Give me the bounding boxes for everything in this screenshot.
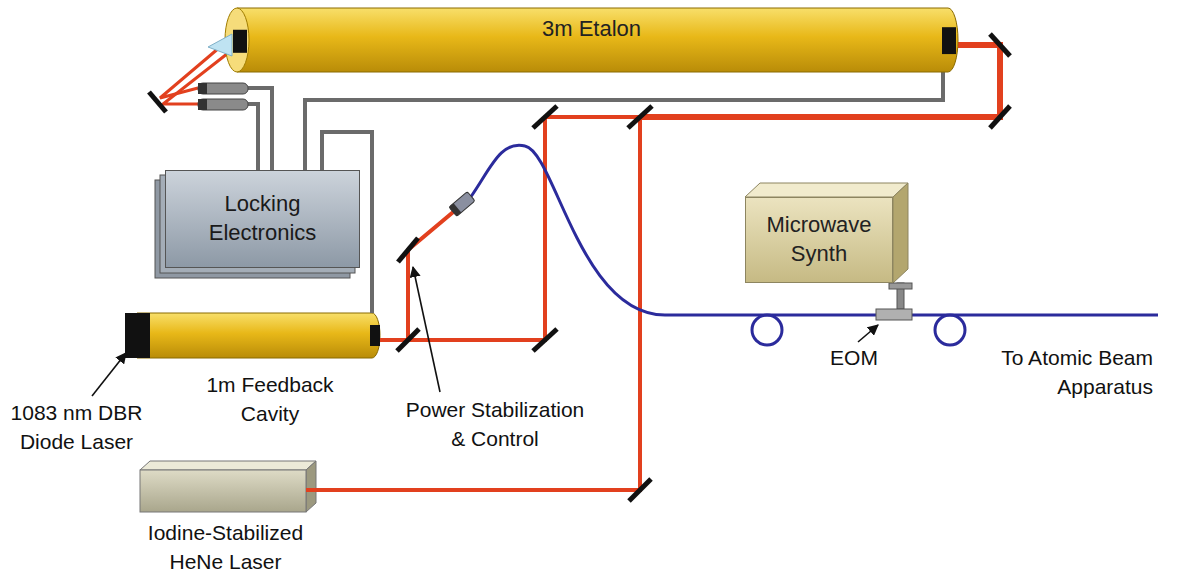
control-label: Power Stabilization & Control xyxy=(400,395,590,453)
node-text: Locking Electronics xyxy=(188,190,338,247)
synth-box: Microwave Synth xyxy=(745,197,893,283)
synth-faces xyxy=(745,183,908,283)
end-cap xyxy=(942,27,956,54)
eom-label: EOM xyxy=(828,343,880,372)
laser-beams xyxy=(160,42,1000,490)
laser-label: 1083 nm DBR Diode Laser xyxy=(4,398,149,456)
prism xyxy=(208,34,232,56)
photodiodes xyxy=(198,83,248,110)
fiber-coupler xyxy=(449,192,475,217)
etalon-cylinder: 3m Etalon xyxy=(225,8,958,72)
electronics-box: Locking Electronics xyxy=(165,170,360,268)
hene-label: Iodine-Stabilized HeNe Laser xyxy=(138,518,313,576)
cavity-label: 1m Feedback Cavity xyxy=(195,370,345,428)
hene-laser-box xyxy=(140,461,316,512)
cylinder-body xyxy=(237,8,958,72)
signal-wire xyxy=(305,72,943,170)
eom-modulator xyxy=(876,283,912,320)
output-label: To Atomic Beam Apparatus xyxy=(978,343,1153,401)
optical-fiber xyxy=(470,145,1158,345)
node-text: 3m Etalon xyxy=(542,15,641,44)
feedback-cavity xyxy=(125,313,380,358)
node-text: Microwave Synth xyxy=(754,211,884,268)
mirrors xyxy=(149,34,1010,501)
end-mirror xyxy=(233,30,247,53)
